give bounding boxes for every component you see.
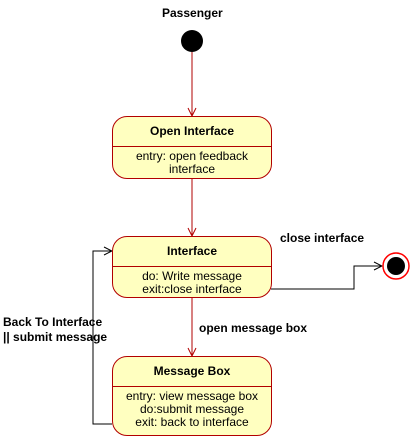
state-activity-line: interface	[168, 162, 216, 176]
transition-label-back-line-2: || submit message	[3, 330, 108, 344]
final-node	[387, 257, 405, 275]
state-activity-line: entry: view message box	[125, 389, 259, 403]
transition-interface-final	[271, 266, 382, 290]
state-activity-line: exit:close interface	[142, 282, 242, 296]
diagram-title: Passenger	[162, 6, 223, 20]
state-activities: entry: open feedback interface	[113, 147, 271, 176]
state-message-box: Message Box entry: view message box do:s…	[112, 356, 272, 436]
state-activity-line: do:submit message	[139, 402, 245, 416]
state-activities: entry: view message box do:submit messag…	[113, 387, 271, 429]
state-activity-line: exit: back to interface	[135, 415, 249, 429]
transition-message-box-interface	[92, 251, 112, 425]
state-title: Open Interface	[113, 117, 271, 147]
transition-label-open-message-box: open message box	[199, 321, 308, 335]
initial-node	[181, 30, 203, 52]
state-title: Interface	[113, 237, 271, 267]
state-activity-line: do: Write message	[142, 269, 242, 283]
state-title: Message Box	[113, 357, 271, 387]
state-open-interface: Open Interface entry: open feedback inte…	[112, 116, 272, 179]
state-activities: do: Write message exit:close interface	[113, 267, 271, 296]
state-interface: Interface do: Write message exit:close i…	[112, 236, 272, 298]
transition-label-close-interface: close interface	[280, 231, 365, 245]
transition-label-back-line-1: Back To Interface	[3, 315, 103, 329]
state-activity-line: entry: open feedback	[135, 149, 249, 163]
